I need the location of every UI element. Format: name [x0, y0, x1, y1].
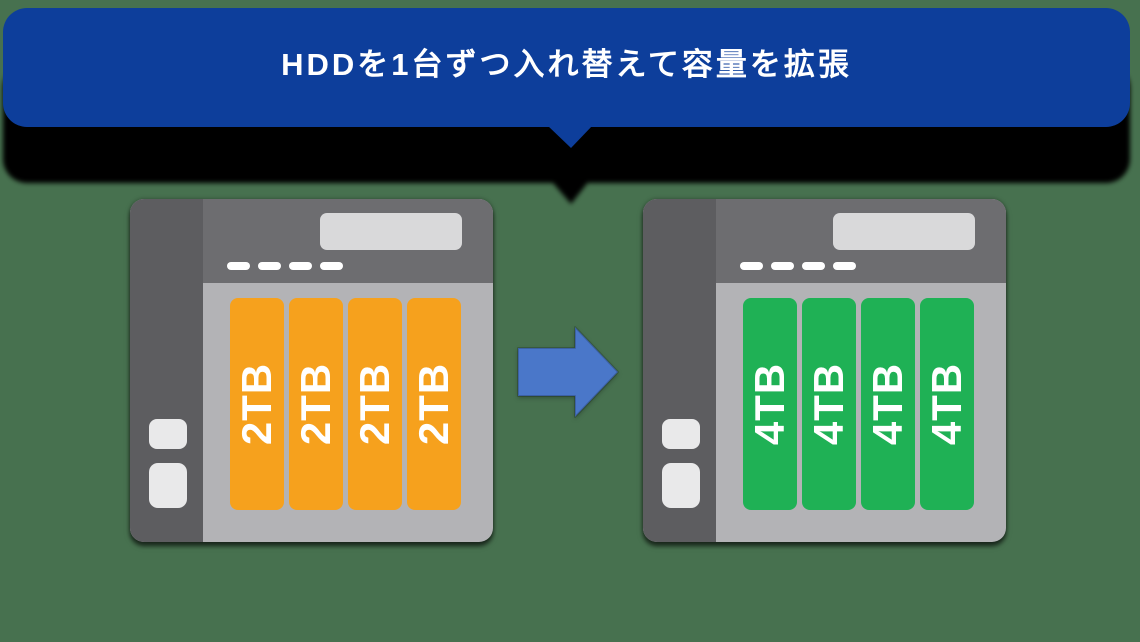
led-indicator-icon	[802, 262, 825, 270]
drive-capacity-label: 4TB	[923, 362, 971, 446]
speech-bubble	[3, 8, 1130, 204]
drive-bay: 4TB	[743, 298, 797, 510]
drive-bay: 2TB	[407, 298, 461, 510]
led-indicator-icon	[258, 262, 281, 270]
banner-title: HDDを1台ずつ入れ替えて容量を拡張	[281, 47, 852, 82]
right-arrow-icon	[517, 326, 619, 418]
led-indicator-icon	[740, 262, 763, 270]
led-indicator-icon	[227, 262, 250, 270]
front-button-icon	[149, 463, 187, 508]
front-button-icon	[662, 419, 700, 449]
drive-bay: 4TB	[920, 298, 974, 510]
drive-capacity-label: 4TB	[864, 362, 912, 446]
drive-bay: 4TB	[861, 298, 915, 510]
front-button-icon	[149, 419, 187, 449]
drive-bay: 2TB	[230, 298, 284, 510]
led-indicator-row	[740, 262, 856, 270]
drive-bay: 4TB	[802, 298, 856, 510]
front-button-icon	[662, 463, 700, 508]
led-indicator-icon	[833, 262, 856, 270]
drive-bay: 2TB	[289, 298, 343, 510]
speech-bubble-body	[3, 8, 1130, 148]
drive-bay: 2TB	[348, 298, 402, 510]
drive-capacity-label: 2TB	[292, 362, 340, 446]
drive-capacity-label: 2TB	[410, 362, 458, 446]
led-indicator-icon	[771, 262, 794, 270]
drive-capacity-label: 2TB	[233, 362, 281, 446]
nas-before-device: 2TB 2TB 2TB 2TB	[130, 199, 493, 542]
drive-bay-row: 4TB 4TB 4TB 4TB	[743, 298, 974, 510]
nas-after-device: 4TB 4TB 4TB 4TB	[643, 199, 1006, 542]
lcd-display-icon	[833, 213, 975, 250]
led-indicator-row	[227, 262, 343, 270]
drive-capacity-label: 2TB	[351, 362, 399, 446]
drive-capacity-label: 4TB	[805, 362, 853, 446]
lcd-display-icon	[320, 213, 462, 250]
led-indicator-icon	[289, 262, 312, 270]
drive-capacity-label: 4TB	[746, 362, 794, 446]
led-indicator-icon	[320, 262, 343, 270]
drive-bay-row: 2TB 2TB 2TB 2TB	[230, 298, 461, 510]
